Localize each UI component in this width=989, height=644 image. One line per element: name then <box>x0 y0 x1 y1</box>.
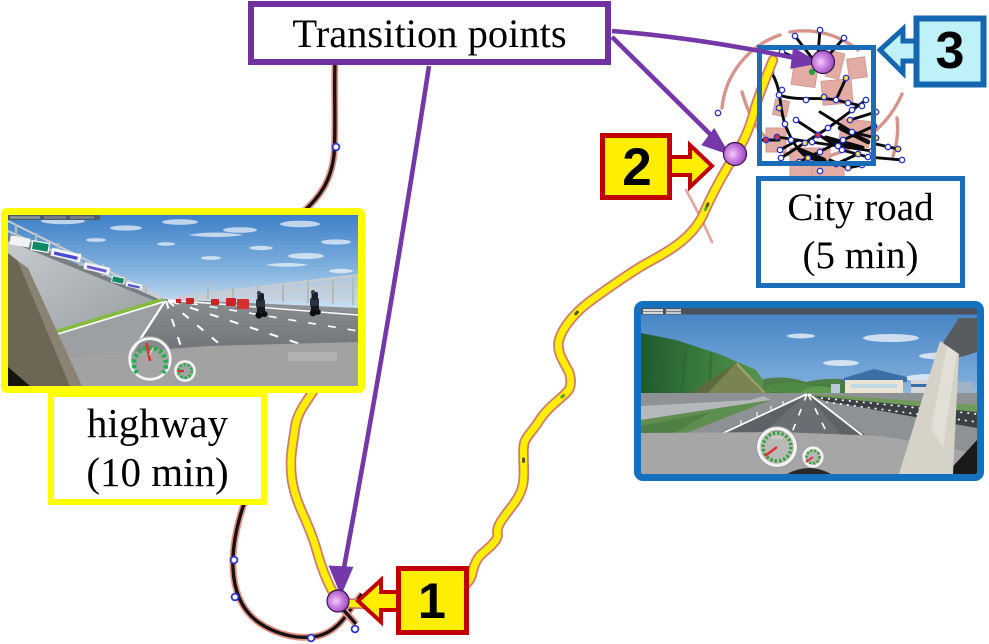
svg-text:3: 3 <box>936 22 965 80</box>
svg-text:1: 1 <box>418 573 446 629</box>
svg-text:2: 2 <box>622 138 651 197</box>
